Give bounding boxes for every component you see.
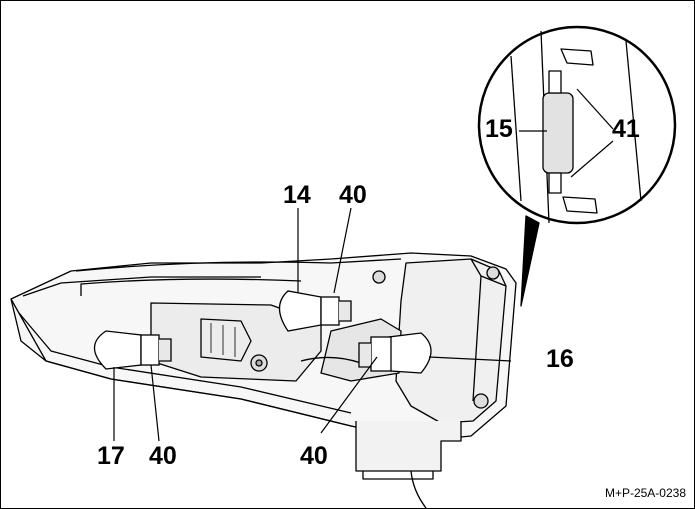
- detail-circle: [477, 25, 677, 225]
- connector: [355, 421, 462, 472]
- detail-pointer: [520, 215, 540, 307]
- label-17: 17: [97, 442, 125, 470]
- label-40-bottom-middle: 40: [300, 442, 328, 470]
- label-16: 16: [546, 345, 574, 373]
- label-14: 14: [283, 181, 311, 209]
- label-40-bottom-left: 40: [149, 442, 177, 470]
- bulb-14: [278, 290, 352, 332]
- bulb-17: [93, 330, 172, 370]
- bulb-16: [358, 332, 432, 374]
- label-15: 15: [485, 115, 513, 143]
- label-41: 41: [612, 115, 640, 143]
- label-40-top: 40: [339, 181, 367, 209]
- reference-code: M+P-25A-0238: [604, 486, 686, 500]
